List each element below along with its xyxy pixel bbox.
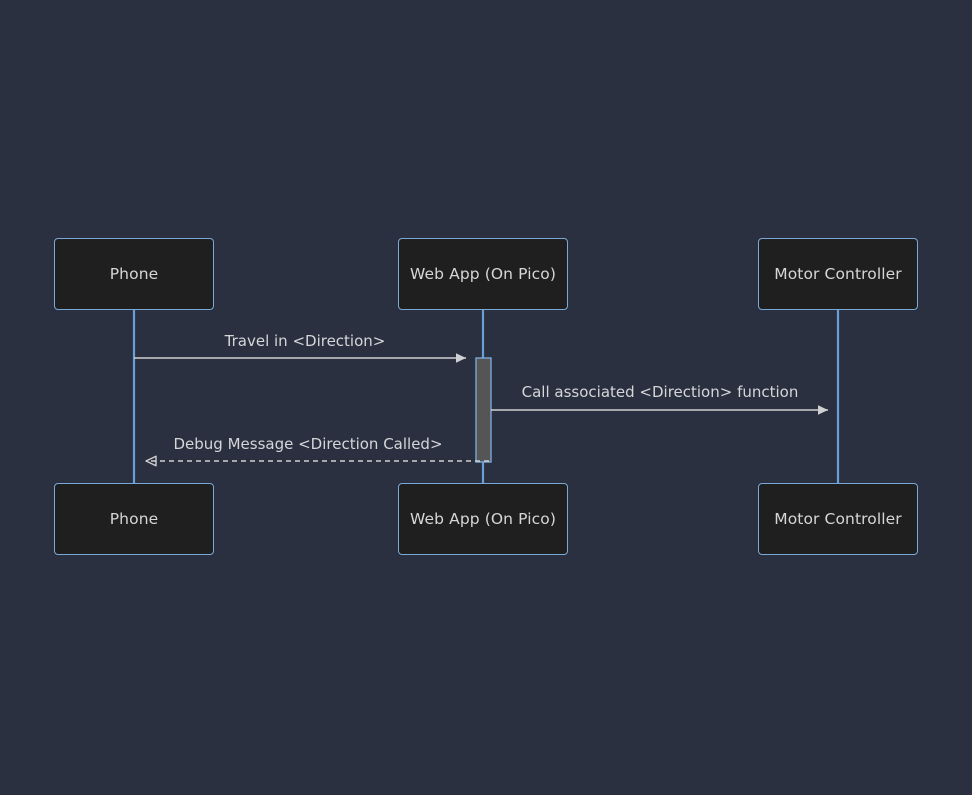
participant-label-webapp-top: Web App (On Pico): [410, 265, 556, 283]
participant-box-webapp-top[interactable]: Web App (On Pico): [398, 238, 568, 310]
participant-box-phone-top[interactable]: Phone: [54, 238, 214, 310]
participant-box-motor-bottom[interactable]: Motor Controller: [758, 483, 918, 555]
participant-label-motor-bottom: Motor Controller: [774, 510, 902, 528]
participant-label-motor-top: Motor Controller: [774, 265, 902, 283]
message-label-debug: Debug Message <Direction Called>: [173, 435, 443, 453]
message-label-travel: Travel in <Direction>: [224, 332, 386, 350]
participant-box-webapp-bottom[interactable]: Web App (On Pico): [398, 483, 568, 555]
participant-box-motor-top[interactable]: Motor Controller: [758, 238, 918, 310]
activation-bar-webapp: [475, 357, 492, 463]
participant-label-phone-bottom: Phone: [109, 510, 159, 528]
participant-label-webapp-bottom: Web App (On Pico): [410, 510, 556, 528]
participant-label-phone-top: Phone: [109, 265, 159, 283]
participant-box-phone-bottom[interactable]: Phone: [54, 483, 214, 555]
message-label-call-function: Call associated <Direction> function: [521, 383, 799, 401]
